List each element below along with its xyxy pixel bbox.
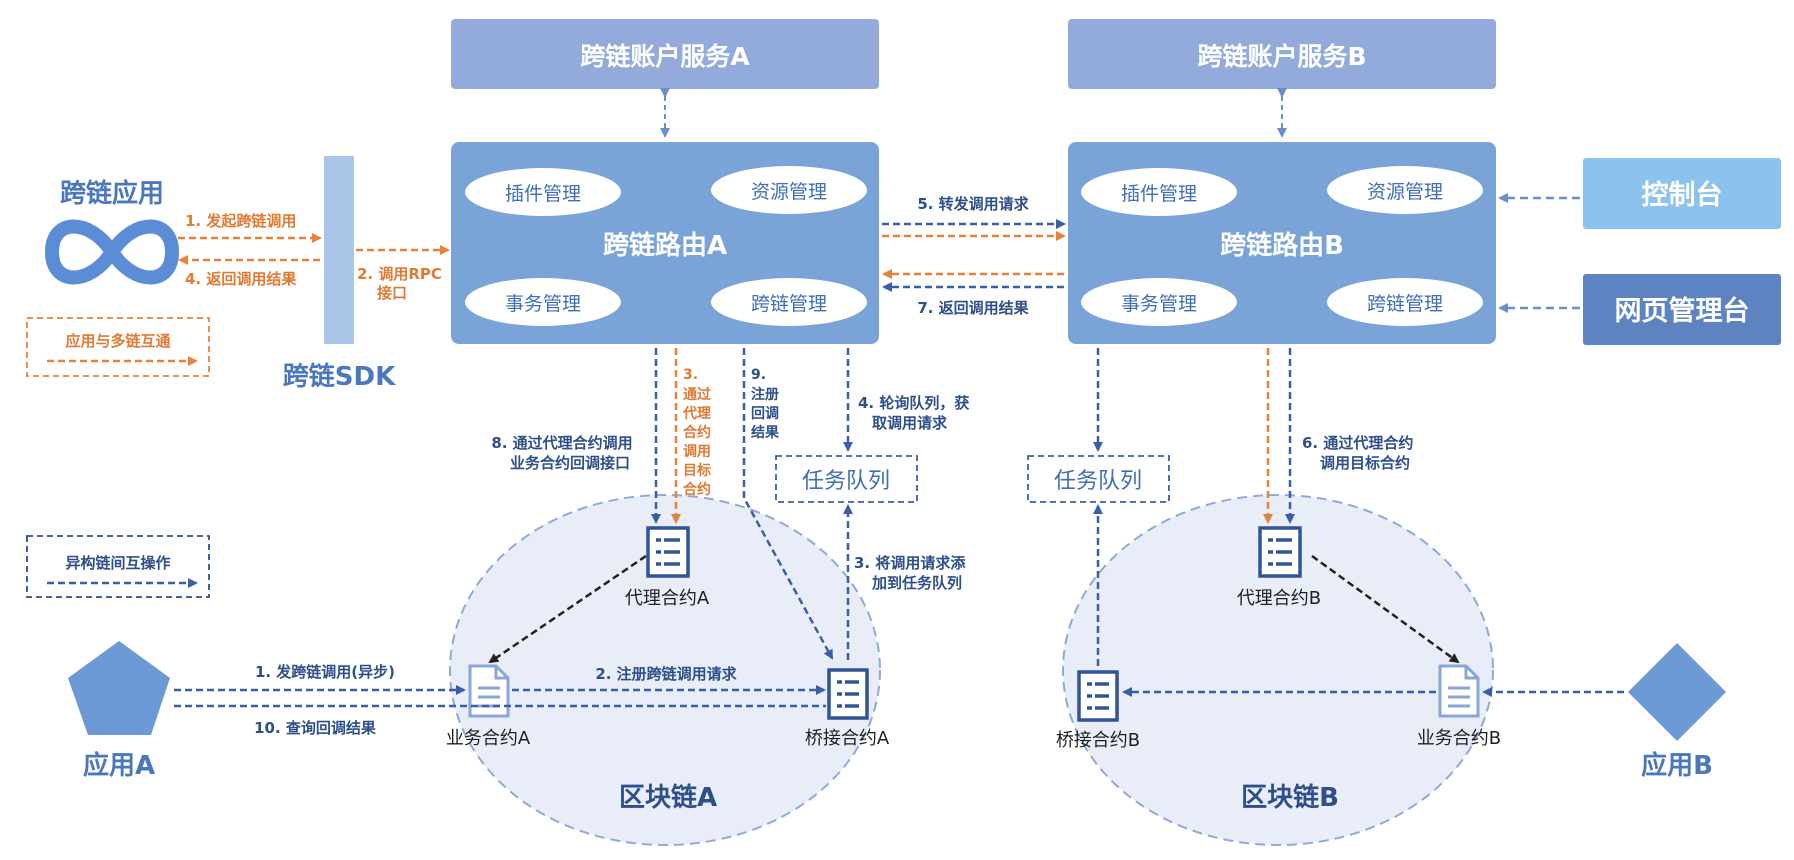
legend-hetero-box — [26, 535, 210, 598]
chain-b-area — [1062, 494, 1494, 846]
bridge-contract-a-label: 桥接合约A — [805, 728, 890, 749]
step-3-add-label-1: 3. 将调用请求添 — [854, 554, 966, 572]
web-console-box[interactable] — [1583, 274, 1781, 345]
router-a-plugin-module[interactable] — [465, 168, 621, 216]
app-b-label: 应用B — [1641, 750, 1713, 781]
app-a-label: 应用A — [83, 750, 155, 781]
proxy-contract-a-icon[interactable] — [646, 526, 690, 578]
router-b-resource-label: 资源管理 — [1367, 181, 1443, 203]
router-a-resource-label: 资源管理 — [751, 181, 827, 203]
sdk-bar[interactable] — [324, 156, 354, 344]
console-box[interactable] — [1583, 158, 1781, 229]
step-3-line-1: 3. — [683, 367, 698, 383]
router-b-crosschain-module[interactable] — [1327, 278, 1483, 326]
legend-hetero-label: 异构链间互操作 — [65, 554, 170, 572]
router-a-crosschain-label: 跨链管理 — [751, 293, 827, 315]
router-b-plugin-label: 插件管理 — [1121, 183, 1197, 205]
step-3-line-5: 调用 — [683, 444, 711, 460]
task-queue-b-label: 任务队列 — [1054, 469, 1142, 494]
app-a-pentagon-icon[interactable] — [68, 641, 170, 735]
account-service-a-label: 跨链账户服务A — [580, 42, 750, 71]
router-a-resource-module[interactable] — [711, 166, 867, 214]
step-9-line-2: 注册 — [751, 386, 779, 403]
business-contract-a-icon[interactable] — [468, 664, 510, 718]
account-service-b-label: 跨链账户服务B — [1197, 42, 1366, 71]
router-a-transaction-module[interactable] — [465, 278, 621, 326]
step-8-label-1: 8. 通过代理合约调用 — [491, 434, 632, 452]
step-sdk-2-label-1: 2. 调用RPC — [357, 265, 442, 283]
router-b-title: 跨链路由B — [1220, 230, 1344, 261]
step-3-line-7: 合约 — [683, 481, 711, 498]
step-3-add-label-2: 加到任务队列 — [871, 574, 962, 592]
task-queue-b-box[interactable] — [1027, 455, 1170, 503]
task-queue-a-box[interactable] — [775, 455, 918, 503]
router-b-crosschain-label: 跨链管理 — [1367, 293, 1443, 315]
proxy-contract-a-label: 代理合约A — [625, 588, 710, 609]
bridge-contract-b-icon[interactable] — [1077, 670, 1119, 722]
account-service-a-box[interactable] — [451, 19, 879, 89]
chain-step-10-label: 10. 查询回调结果 — [254, 719, 377, 737]
app-b-diamond-icon[interactable] — [1628, 643, 1726, 741]
step-6-label-1: 6. 通过代理合约 — [1302, 434, 1413, 452]
chain-b-label: 区块链B — [1241, 782, 1339, 813]
step-app-1-label: 1. 发起跨链调用 — [185, 212, 296, 230]
step-5-label: 5. 转发调用请求 — [917, 195, 1029, 213]
router-a-title: 跨链路由A — [603, 230, 727, 261]
step-3-line-4: 合约 — [683, 424, 711, 441]
business-contract-a-label: 业务合约A — [446, 728, 531, 749]
step-4-label-2: 取调用请求 — [872, 414, 948, 432]
router-b-transaction-label: 事务管理 — [1121, 293, 1197, 315]
router-b-transaction-module[interactable] — [1081, 278, 1237, 326]
legend-app-box — [26, 317, 210, 377]
chain-step-2-label: 2. 注册跨链调用请求 — [595, 665, 737, 683]
infinity-icon — [44, 219, 180, 285]
step-9-line-1: 9. — [751, 367, 766, 383]
step-app-4-label: 4. 返回调用结果 — [185, 270, 297, 288]
console-label: 控制台 — [1642, 179, 1723, 211]
router-b-resource-module[interactable] — [1327, 166, 1483, 214]
step-7-label: 7. 返回调用结果 — [917, 299, 1029, 317]
chain-step-1-label: 1. 发跨链调用(异步) — [255, 663, 395, 681]
proxy-contract-b-label: 代理合约B — [1237, 588, 1321, 609]
router-b-plugin-module[interactable] — [1081, 168, 1237, 216]
legend-app-label: 应用与多链互通 — [65, 332, 170, 350]
router-a-transaction-label: 事务管理 — [505, 293, 581, 315]
bridge-contract-a-icon[interactable] — [827, 668, 869, 720]
step-3-line-3: 代理 — [682, 405, 711, 422]
step-6-label-2: 调用目标合约 — [1320, 454, 1410, 472]
router-a-plugin-label: 插件管理 — [505, 183, 581, 205]
step-3-line-2: 通过 — [683, 386, 711, 403]
step-3-line-6: 目标 — [683, 462, 711, 479]
step-9-line-3: 回调 — [751, 406, 779, 422]
step-sdk-2-label-2: 接口 — [377, 284, 407, 302]
bridge-contract-b-label: 桥接合约B — [1056, 730, 1140, 751]
proxy-contract-b-icon[interactable] — [1258, 526, 1302, 578]
cross-chain-app-label: 跨链应用 — [60, 178, 164, 209]
chain-a-area — [449, 494, 881, 846]
step-4-label-1: 4. 轮询队列，获 — [858, 394, 969, 412]
sdk-label: 跨链SDK — [283, 361, 396, 392]
router-a-crosschain-module[interactable] — [711, 278, 867, 326]
business-contract-b-label: 业务合约B — [1417, 728, 1501, 749]
step-9-line-4: 结果 — [751, 424, 780, 441]
account-service-b-box[interactable] — [1068, 19, 1496, 89]
chain-a-label: 区块链A — [619, 782, 717, 813]
business-contract-b-icon[interactable] — [1438, 664, 1480, 718]
step-8-label-2: 业务合约回调接口 — [510, 454, 630, 472]
task-queue-a-label: 任务队列 — [802, 469, 890, 494]
web-console-label: 网页管理台 — [1615, 295, 1750, 327]
